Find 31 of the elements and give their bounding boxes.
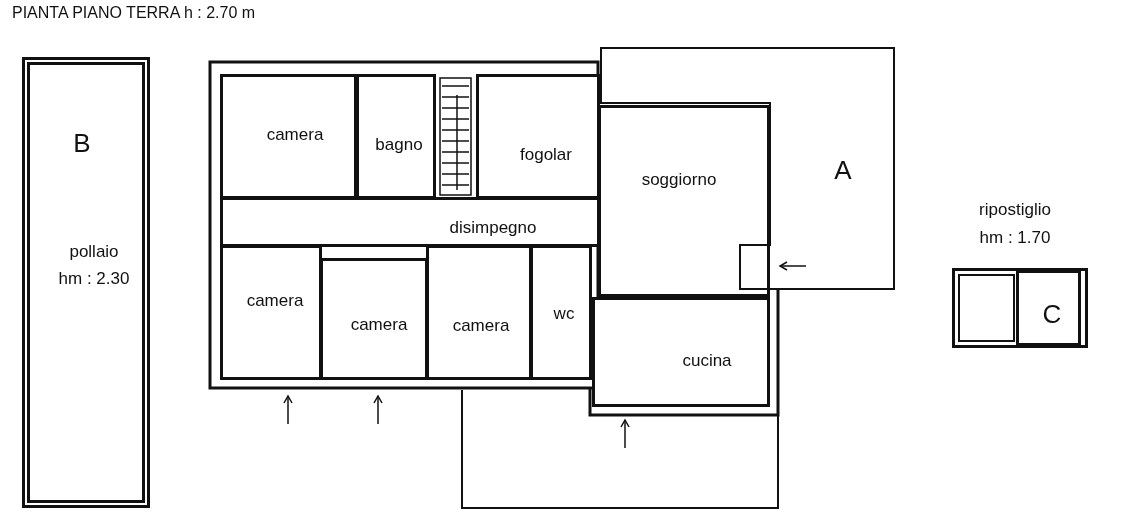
porch-area	[600, 47, 895, 290]
room-outline	[220, 197, 600, 247]
room-outline	[220, 245, 322, 380]
area-letter: B	[73, 128, 91, 158]
plan-title: PIANTA PIANO TERRA h : 2.70 m	[12, 4, 256, 22]
room-label: ripostiglio	[979, 200, 1051, 220]
room-label: wc	[553, 304, 575, 324]
room-label: camera	[246, 291, 304, 311]
room-label: fogolar	[520, 145, 572, 165]
room-label: camera	[350, 315, 408, 335]
room-outline	[1016, 270, 1081, 346]
outbuilding-outline	[22, 57, 150, 508]
area-letter: A	[834, 155, 852, 185]
area-letter: C	[1042, 299, 1062, 329]
room-outline	[592, 297, 770, 407]
room-label: pollaio	[69, 242, 119, 262]
room-label: camera	[452, 316, 510, 336]
room-outline	[426, 245, 532, 380]
room-label: camera	[266, 125, 324, 145]
room-outline	[356, 74, 436, 199]
room-label: bagno	[375, 135, 423, 155]
room-outline	[476, 74, 600, 199]
room-label: disimpegno	[449, 218, 537, 238]
room-outline	[220, 74, 357, 199]
room-outline	[598, 105, 770, 297]
room-label: hm : 2.30	[58, 269, 130, 289]
room-outline	[320, 258, 428, 380]
room-label: cucina	[682, 351, 732, 371]
room-label: soggiorno	[641, 170, 717, 190]
room-outline	[530, 245, 592, 380]
room-label: hm : 1.70	[979, 228, 1051, 248]
